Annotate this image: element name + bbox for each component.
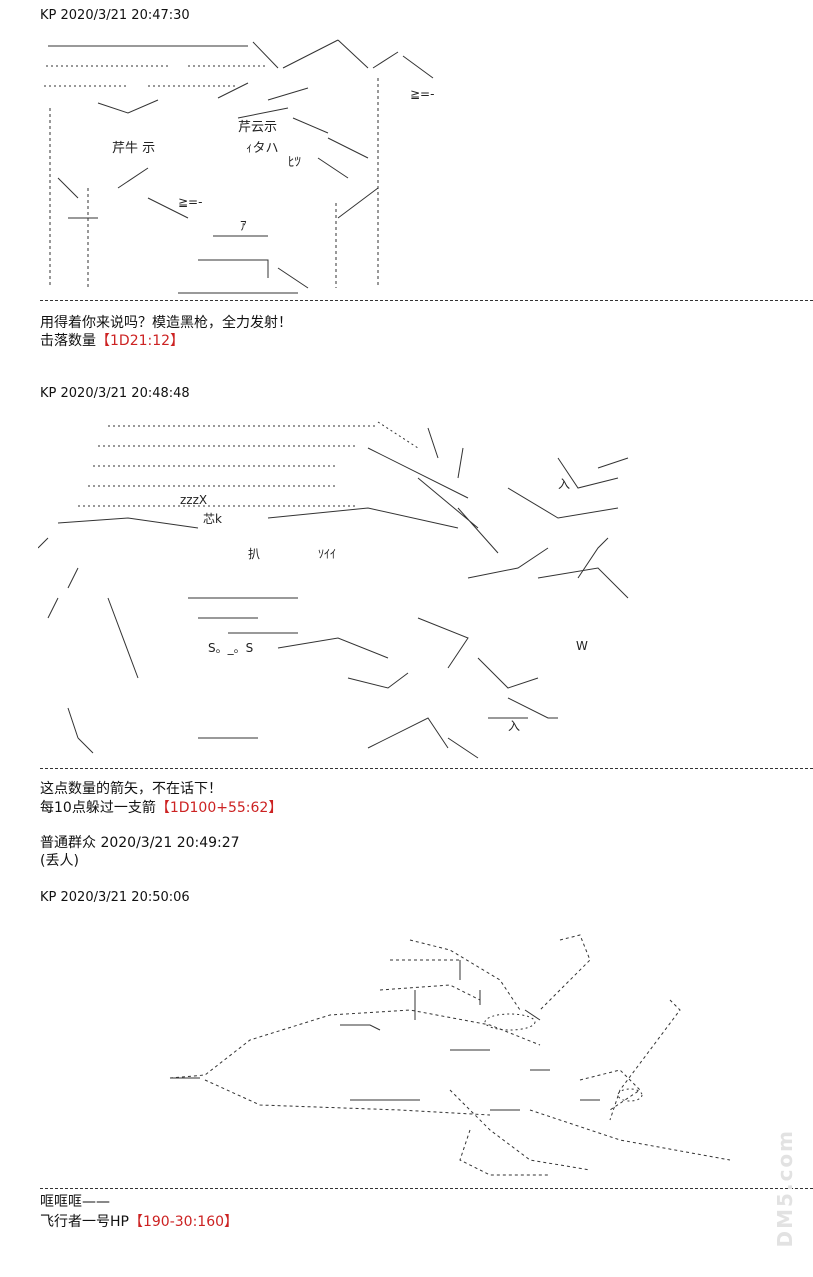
ascii-art-character-2: zzzX 芯k ｿｲｲ S。_。S 入 扒 W 入 (38, 421, 629, 759)
post-divider (40, 1188, 813, 1189)
svg-text:入: 入 (558, 477, 570, 491)
post-2-timestamp: 2020/3/21 20:48:48 (60, 386, 190, 401)
post-3-author: 普通群众 (40, 835, 96, 851)
post-divider (40, 768, 813, 769)
ascii-art-jet (169, 934, 731, 1176)
roll-value: 1D21:12 (110, 333, 171, 349)
ascii-art-character-1: 芹云示 芹牛 示 ｨタハ ﾋﾂ ｱ ≧=- ≧=- (44, 39, 434, 294)
post-3-header: 普通群众 2020/3/21 20:49:27 (40, 835, 240, 851)
post-3-body: (丢人) (40, 851, 79, 871)
post-1-timestamp: 2020/3/21 20:47:30 (60, 8, 190, 23)
post-1-header: KP 2020/3/21 20:47:30 (40, 8, 190, 24)
post-2-line: 这点数量的箭矢，不在话下！ (40, 781, 222, 797)
svg-text:扒: 扒 (248, 547, 260, 561)
post-4-line: 哐哐哐—— (40, 1194, 110, 1210)
post-2-body: 这点数量的箭矢，不在话下！ (40, 779, 222, 799)
post-1-roll: 击落数量【1D21:12】 (40, 333, 185, 349)
svg-text:S。_。S: S。_。S (208, 641, 253, 655)
post-1-body: 用得着你来说吗？模造黑枪，全力发射！ (40, 313, 292, 333)
post-divider (40, 300, 813, 301)
post-4-timestamp: 2020/3/21 20:50:06 (60, 890, 190, 905)
svg-text:≧=-: ≧=- (178, 195, 202, 209)
post-3-line: (丢人) (40, 853, 79, 869)
post-1-line: 用得着你来说吗？模造黑枪，全力发射！ (40, 315, 292, 331)
svg-text:ｱ: ｱ (240, 219, 247, 234)
post-1-author: KP (40, 8, 57, 23)
svg-text:芹云示: 芹云示 (238, 120, 277, 135)
svg-text:ｨタハ: ｨタハ (246, 141, 279, 156)
svg-text:ｿｲｲ: ｿｲｲ (318, 547, 336, 561)
svg-text:芯k: 芯k (203, 512, 222, 526)
post-3-timestamp: 2020/3/21 20:49:27 (100, 835, 240, 851)
roll-label: 击落数量 (40, 333, 96, 349)
svg-text:芹牛 示: 芹牛 示 (112, 141, 155, 156)
roll-value: 190-30:160 (142, 1214, 225, 1230)
svg-text:zzzX: zzzX (180, 493, 207, 507)
site-watermark: DM5.com (773, 1128, 797, 1247)
post-2-roll: 每10点躲过一支箭【1D100+55:62】 (40, 800, 283, 816)
post-2-author: KP (40, 386, 57, 401)
post-4-author: KP (40, 890, 57, 905)
svg-text:≧=-: ≧=- (410, 87, 434, 101)
svg-text:W: W (576, 639, 588, 653)
post-4-header: KP 2020/3/21 20:50:06 (40, 890, 190, 906)
post-4-body: 哐哐哐—— (40, 1192, 110, 1212)
roll-label: 飞行者一号HP (40, 1214, 129, 1230)
roll-value: 1D100+55:62 (169, 800, 269, 816)
svg-text:ﾋﾂ: ﾋﾂ (288, 155, 301, 170)
post-4-roll: 飞行者一号HP【190-30:160】 (40, 1214, 239, 1230)
roll-label: 每10点躲过一支箭 (40, 800, 156, 816)
post-2-header: KP 2020/3/21 20:48:48 (40, 386, 190, 402)
svg-text:入: 入 (508, 719, 520, 733)
